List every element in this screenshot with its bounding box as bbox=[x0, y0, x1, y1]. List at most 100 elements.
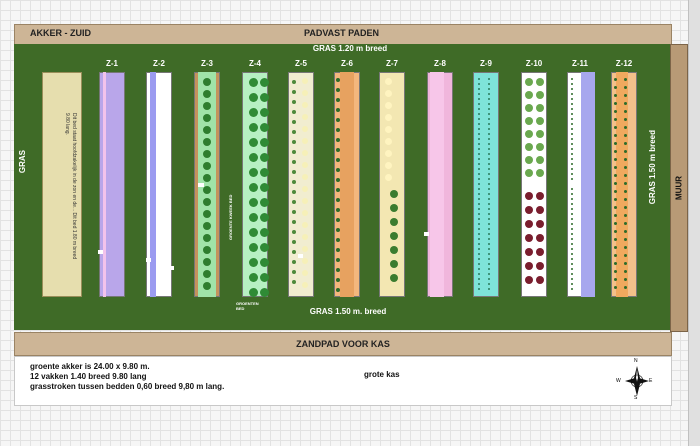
plant-icon bbox=[336, 158, 340, 162]
plant-icon bbox=[571, 228, 573, 230]
plant-icon bbox=[488, 78, 490, 80]
plant-icon bbox=[614, 262, 617, 265]
plant-icon bbox=[478, 233, 480, 235]
grote-kas-area bbox=[14, 356, 672, 406]
plant-icon bbox=[624, 246, 627, 249]
plant-icon bbox=[571, 248, 573, 250]
plant-icon bbox=[571, 263, 573, 265]
plant-icon bbox=[260, 213, 269, 222]
plant-icon bbox=[478, 83, 480, 85]
plant-icon bbox=[478, 223, 480, 225]
plant-icon bbox=[478, 183, 480, 185]
gras-top-label: GRAS 1.20 m breed bbox=[312, 44, 388, 53]
plant-icon bbox=[571, 238, 573, 240]
plant-icon bbox=[203, 162, 211, 170]
plant-icon bbox=[260, 288, 269, 297]
plant-icon bbox=[203, 234, 211, 242]
plant-icon bbox=[385, 162, 392, 169]
plant-icon bbox=[249, 273, 258, 282]
plant-icon bbox=[478, 138, 480, 140]
scrollbar[interactable] bbox=[688, 0, 700, 446]
plant-icon bbox=[536, 117, 544, 125]
plant-icon bbox=[478, 213, 480, 215]
plant-icon bbox=[390, 260, 398, 268]
plant-icon bbox=[614, 78, 617, 81]
plant-icon bbox=[478, 78, 480, 80]
compass-e: E bbox=[649, 378, 653, 384]
plant-icon bbox=[292, 120, 296, 124]
plant-icon bbox=[249, 93, 258, 102]
plant-icon bbox=[488, 93, 490, 95]
zandpad-bar: ZANDPAD VOOR KAS bbox=[14, 332, 672, 356]
plant-icon bbox=[302, 246, 308, 252]
plant-icon bbox=[203, 150, 211, 158]
plant-icon bbox=[336, 108, 340, 112]
plant-icon bbox=[336, 248, 340, 252]
plant-icon bbox=[571, 203, 573, 205]
plant-icon bbox=[203, 282, 211, 290]
plant-icon bbox=[571, 223, 573, 225]
plant-icon bbox=[614, 150, 617, 153]
plant-icon bbox=[249, 168, 258, 177]
plant-icon bbox=[336, 188, 340, 192]
plant-icon bbox=[260, 153, 269, 162]
plant-icon bbox=[478, 238, 480, 240]
plant-icon bbox=[614, 198, 617, 201]
bed-z1-tag bbox=[98, 250, 104, 254]
plant-icon bbox=[571, 173, 573, 175]
plant-icon bbox=[525, 206, 533, 214]
grote-kas-label: grote kas bbox=[364, 370, 400, 379]
bed-label-z11: Z-11 bbox=[571, 59, 588, 68]
plant-icon bbox=[292, 240, 296, 244]
plant-icon bbox=[249, 183, 258, 192]
bed-z9[interactable] bbox=[473, 72, 499, 297]
plant-icon bbox=[488, 273, 490, 275]
groente-label: GROENTEN BED bbox=[236, 301, 259, 311]
plant-icon bbox=[488, 223, 490, 225]
plant-icon bbox=[488, 148, 490, 150]
plant-icon bbox=[488, 253, 490, 255]
plant-icon bbox=[488, 243, 490, 245]
plant-icon bbox=[203, 258, 211, 266]
plant-icon bbox=[525, 192, 533, 200]
plant-icon bbox=[478, 263, 480, 265]
plant-icon bbox=[478, 148, 480, 150]
plant-icon bbox=[385, 150, 392, 157]
plant-icon bbox=[571, 218, 573, 220]
plant-icon bbox=[525, 156, 533, 164]
plant-icon bbox=[488, 88, 490, 90]
plant-icon bbox=[302, 102, 308, 108]
plant-icon bbox=[478, 153, 480, 155]
plant-icon bbox=[249, 288, 258, 297]
plant-icon bbox=[488, 228, 490, 230]
plant-icon bbox=[203, 222, 211, 230]
plant-icon bbox=[624, 254, 627, 257]
plant-icon bbox=[249, 138, 258, 147]
plant-icon bbox=[336, 128, 340, 132]
plant-icon bbox=[488, 218, 490, 220]
plant-icon bbox=[571, 288, 573, 290]
plant-icon bbox=[614, 222, 617, 225]
plant-icon bbox=[302, 114, 308, 120]
plant-icon bbox=[536, 248, 544, 256]
plant-icon bbox=[536, 192, 544, 200]
plant-icon bbox=[571, 278, 573, 280]
plant-icon bbox=[292, 90, 296, 94]
plant-icon bbox=[302, 198, 308, 204]
plant-icon bbox=[302, 78, 308, 84]
plant-icon bbox=[488, 108, 490, 110]
plant-icon bbox=[571, 268, 573, 270]
plant-icon bbox=[488, 98, 490, 100]
plant-icon bbox=[614, 214, 617, 217]
plant-icon bbox=[478, 268, 480, 270]
plant-icon bbox=[614, 158, 617, 161]
plant-icon bbox=[336, 268, 340, 272]
plant-icon bbox=[536, 206, 544, 214]
plant-icon bbox=[614, 278, 617, 281]
plant-icon bbox=[614, 126, 617, 129]
plant-icon bbox=[203, 126, 211, 134]
plant-icon bbox=[614, 238, 617, 241]
bed-z7[interactable] bbox=[379, 72, 405, 297]
bed-z5[interactable] bbox=[288, 72, 314, 297]
plant-icon bbox=[614, 206, 617, 209]
